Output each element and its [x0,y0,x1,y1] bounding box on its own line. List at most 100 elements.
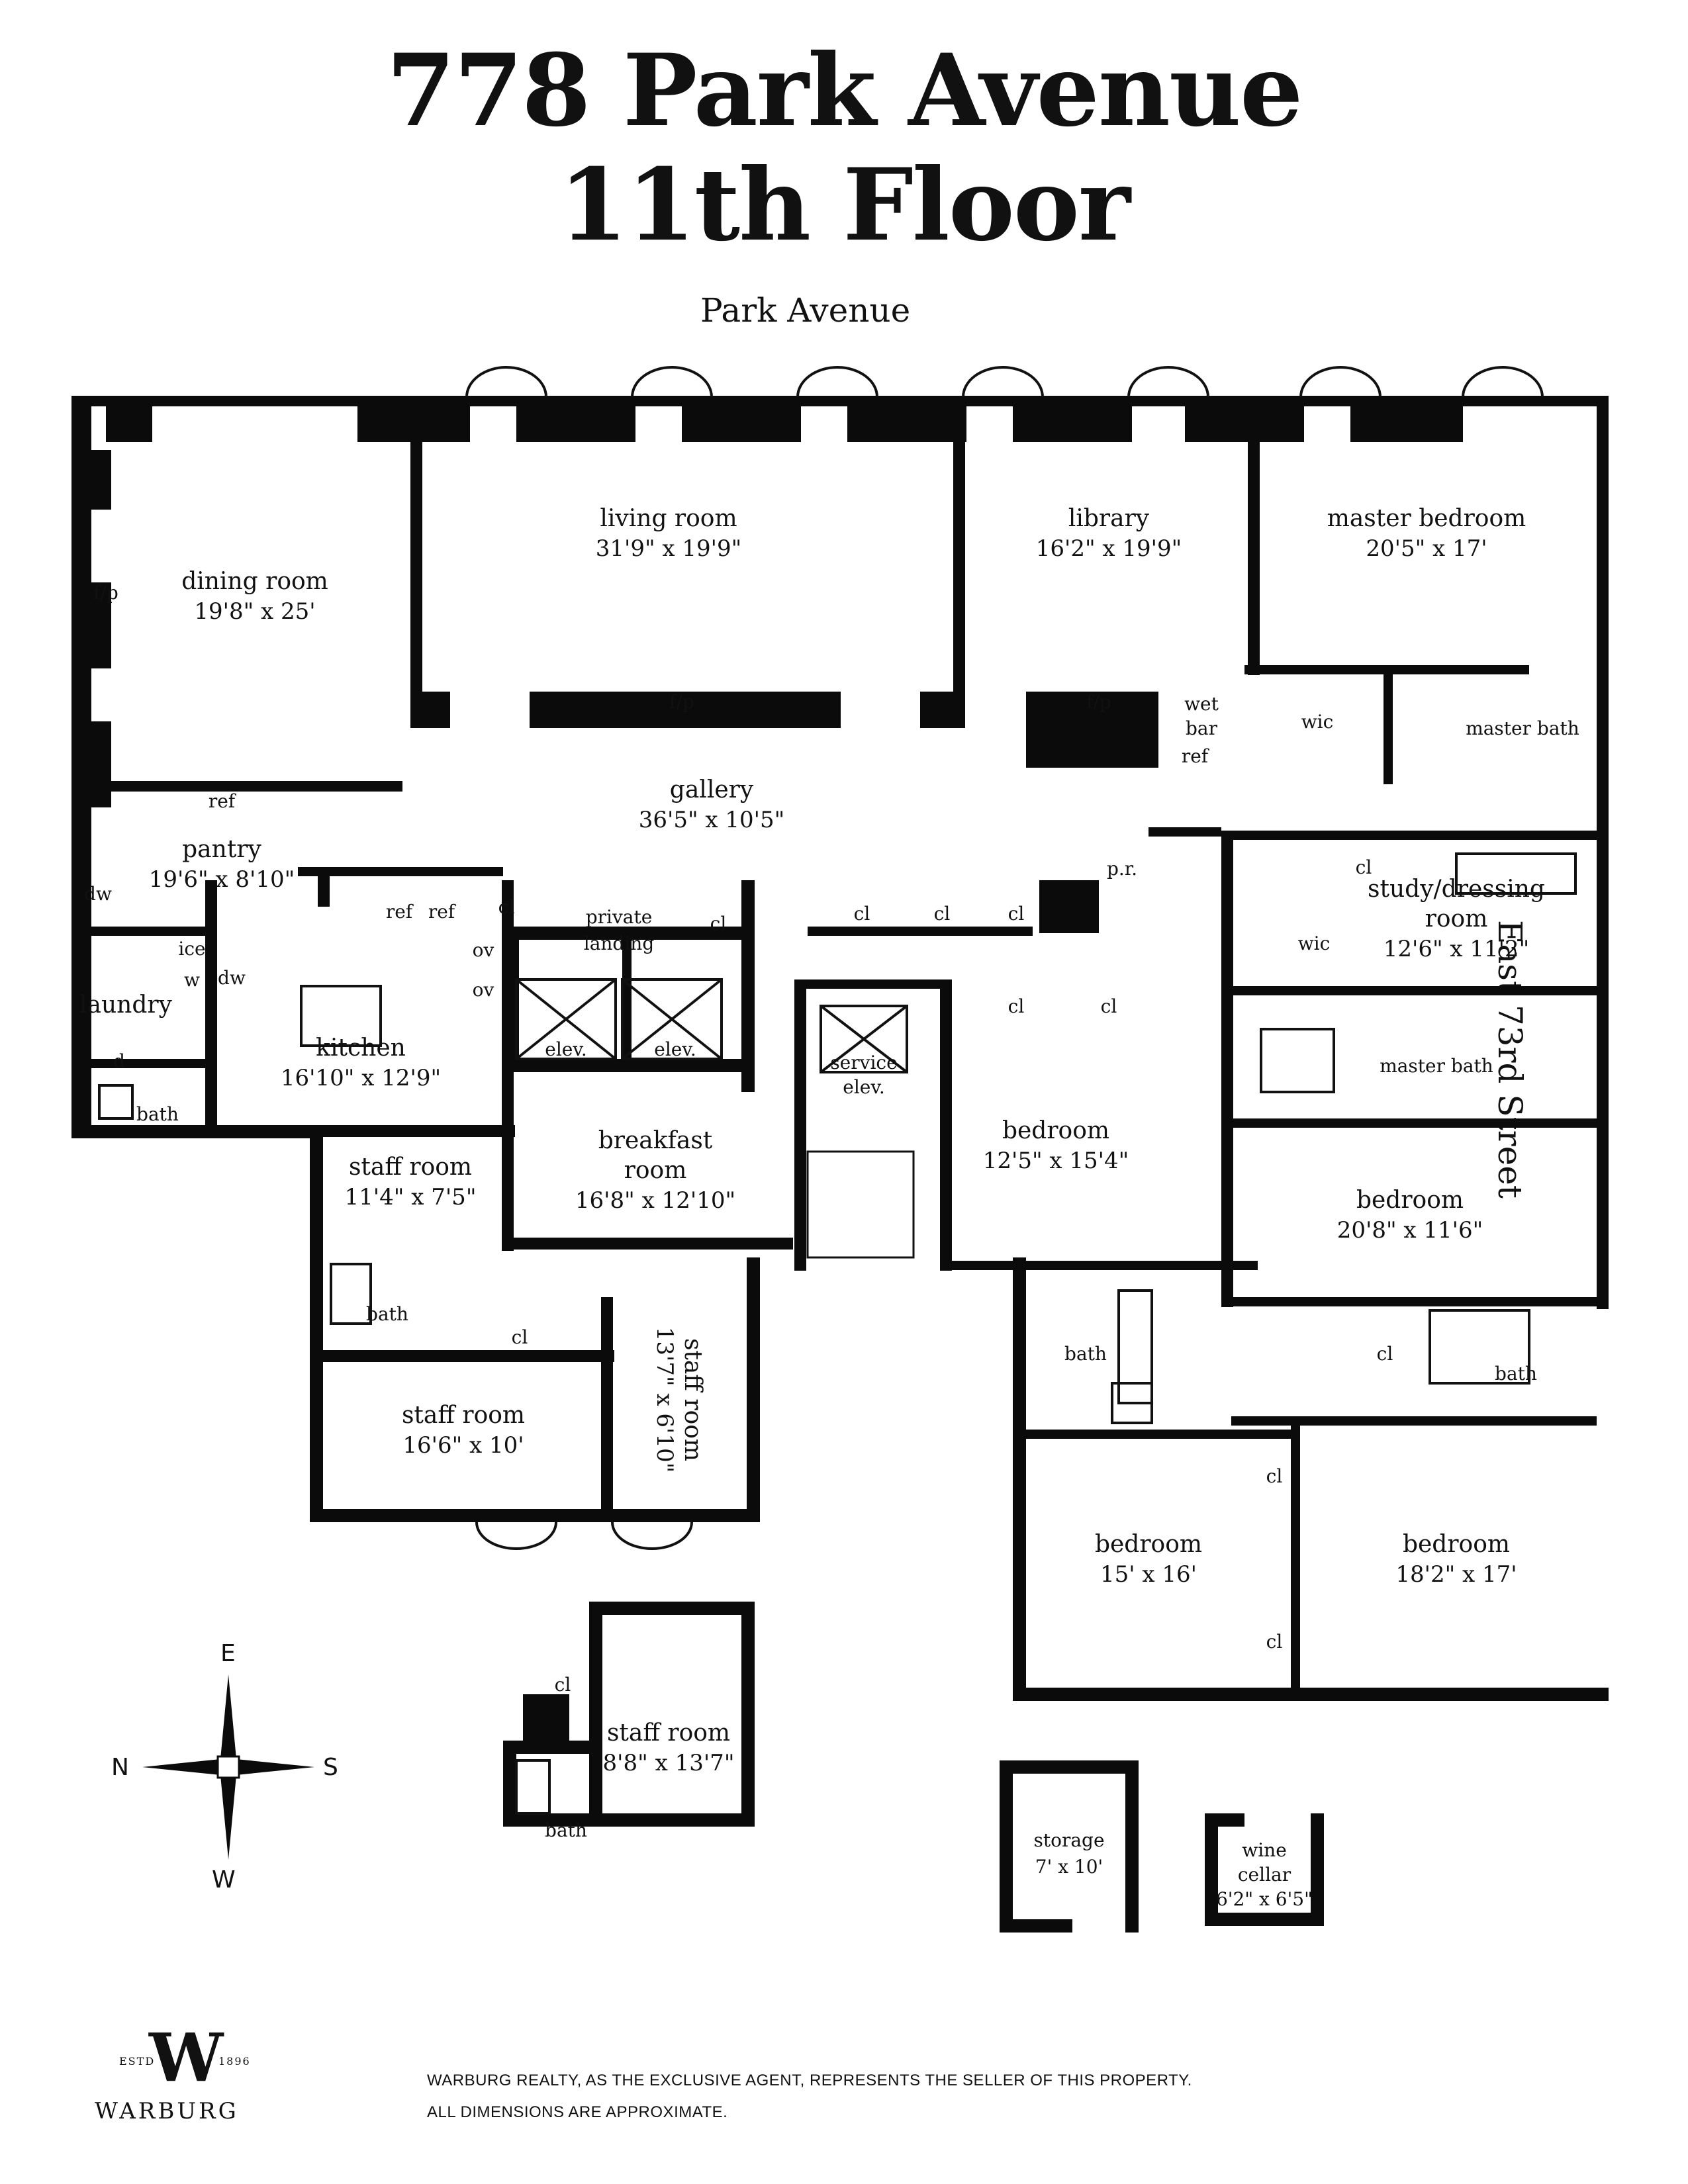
gallery-dim: 36'5" x 10'5" [639,807,785,833]
laundry-name: laundry [79,991,173,1019]
closet-label: cl [1101,995,1117,1017]
master-bedroom-name: master bedroom [1327,505,1526,532]
gallery-name: gallery [670,776,754,803]
service-elev-name-2: elev. [843,1076,885,1098]
compass-needle [220,1674,236,1767]
compass-east-label: E [220,1640,236,1667]
closet-label: cl [1356,856,1372,878]
dryer-label: d [113,1050,125,1072]
ref-label: ref [1182,745,1210,767]
ref-label: ref [428,901,457,923]
bay-windows [465,366,1544,1550]
wic-label: wic [1301,711,1334,733]
street-label-top: Park Avenue [700,291,911,330]
staff-room-2-dim: 16'6" x 10' [402,1432,524,1459]
brand-estd: ESTD [119,2055,156,2068]
bedroom-1-dim: 12'5" x 15'4" [983,1148,1129,1174]
bedroom-4-name: bedroom [1403,1531,1510,1558]
wic-label: wic [1298,933,1331,954]
compass-west-label: W [212,1866,236,1893]
title-line-2: 11th Floor [559,147,1131,263]
elevator-label: elev. [545,1038,587,1060]
staff-room-3-name: staff room [679,1338,706,1461]
ref-label: ref [209,790,237,812]
bedroom-3-dim: 15' x 16' [1100,1561,1197,1588]
master-bedroom-dim: 20'5" x 17' [1366,535,1487,562]
staff-room-4-dim: 8'8" x 13'7" [603,1750,735,1776]
fireplace-label: f/p [669,691,694,713]
compass-north-label: N [111,1754,129,1781]
dining-room-dim: 19'8" x 25' [194,598,315,625]
bedroom-2-dim: 20'8" x 11'6" [1337,1217,1483,1244]
study-dim: 12'6" x 11'2" [1383,936,1530,962]
kitchen-dim: 16'10" x 12'9" [281,1065,441,1091]
compass-south-label: S [323,1754,338,1781]
dishwasher-label: dw [218,967,246,989]
wine-cellar-name-1: wine [1242,1839,1287,1861]
service-elev-name-1: service [830,1052,897,1073]
pantry-name: pantry [182,836,261,863]
title-line-1: 778 Park Avenue [386,32,1303,149]
disclaimer-line-1: WARBURG REALTY, AS THE EXCLUSIVE AGENT, … [427,2071,1192,2089]
closet-label: cl [854,903,870,925]
living-room-name: living room [600,505,737,532]
compass-rose [142,1674,314,1860]
master-bath-1-name: master bath [1466,717,1579,739]
bedroom-2-name: bedroom [1356,1187,1464,1214]
living-room-dim: 31'9" x 19'9" [596,535,742,562]
storage-name: storage [1033,1829,1104,1851]
bedroom-3-name: bedroom [1095,1531,1202,1558]
staff-room-1-dim: 11'4" x 7'5" [345,1184,477,1210]
fixtures-outline [98,852,1577,1815]
dishwasher-label: dw [84,883,112,905]
closet-label: cl [1377,1343,1393,1365]
closet-label: cl [555,1674,571,1696]
disclaimer-line-2: ALL DIMENSIONS ARE APPROXIMATE. [427,2103,728,2121]
fireplace-label: f/p [1086,691,1111,713]
staff-room-2-name: staff room [402,1402,525,1429]
library-name: library [1068,505,1150,532]
closet-label: cl [710,913,727,934]
ice-label: ice [178,938,205,960]
bedroom-1-name: bedroom [1002,1117,1109,1144]
private-landing-name-1: private [586,906,653,928]
closet-label: cl [1008,903,1025,925]
closet-label: cl [934,903,951,925]
dining-room-name: dining room [181,568,328,595]
closet-label: cl [1266,1465,1283,1487]
wine-cellar-name-2: cellar [1238,1864,1291,1886]
staff-room-1-name: staff room [349,1154,472,1181]
breakfast-dim: 16'8" x 12'10" [575,1187,735,1214]
ref-label: ref [386,901,414,923]
bath-label: bath [366,1303,408,1325]
storage-dim: 7' x 10' [1035,1856,1103,1878]
study-name-2: room [1425,905,1488,933]
brand-monogram: W [149,2019,224,2097]
powder-room-label: p.r. [1107,858,1137,880]
bath-label: bath [545,1819,587,1841]
private-landing-name-2: landing [584,933,655,954]
washer-label: w [184,969,200,991]
closet-label: cl [512,1326,528,1348]
bedroom-4-dim: 18'2" x 17' [1395,1561,1517,1588]
bath-label: bath [136,1103,179,1125]
elevator-label: elev. [654,1038,696,1060]
library-dim: 16'2" x 19'9" [1036,535,1182,562]
bath-label: bath [1064,1343,1107,1365]
walls [71,396,1609,1933]
study-name-1: study/dressing [1368,876,1545,903]
pantry-dim: 19'6" x 8'10" [149,866,295,893]
closet-label: cl [1266,1631,1283,1653]
brand-year: 1896 [218,2055,251,2068]
wet-bar-label-2: bar [1186,717,1218,739]
kitchen-name: kitchen [316,1034,406,1062]
wet-bar-label-1: wet [1184,693,1219,715]
staff-room-3-dim: 13'7" x 6'10" [651,1327,678,1473]
staff-room-4-name: staff room [607,1719,730,1747]
bath-label: bath [1495,1363,1537,1385]
closet-label: cl [498,896,515,918]
brand-name: WARBURG [95,2098,239,2124]
breakfast-name-2: room [624,1157,687,1184]
fireplace-label: f/p [93,582,118,604]
breakfast-name-1: breakfast [598,1127,713,1154]
